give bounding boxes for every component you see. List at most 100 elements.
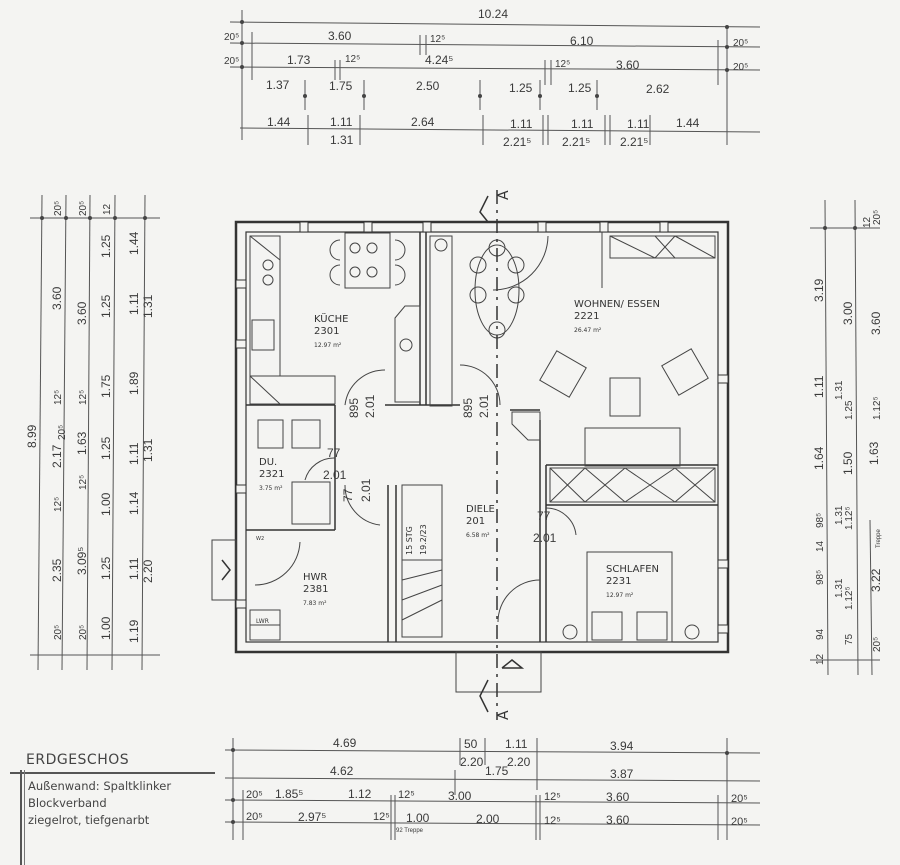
svg-text:3.09⁵: 3.09⁵ — [75, 547, 89, 575]
svg-text:Treppe: Treppe — [876, 529, 882, 548]
svg-text:1.11: 1.11 — [627, 117, 650, 131]
svg-text:1.25: 1.25 — [99, 234, 113, 258]
svg-text:2231: 2231 — [606, 576, 631, 587]
svg-text:1.25: 1.25 — [99, 556, 113, 580]
svg-text:1.44: 1.44 — [127, 231, 141, 255]
svg-text:3.22: 3.22 — [869, 568, 883, 592]
wall-note: Außenwand: Spaltklinker Blockverband zie… — [20, 778, 220, 829]
svg-text:1.63: 1.63 — [867, 441, 881, 465]
svg-text:201: 201 — [466, 516, 485, 527]
svg-text:WOHNEN/ ESSEN: WOHNEN/ ESSEN — [574, 299, 660, 310]
legend-border-inner — [24, 770, 25, 865]
svg-text:3.60: 3.60 — [328, 29, 352, 43]
svg-text:14: 14 — [815, 540, 826, 552]
svg-text:94: 94 — [815, 628, 826, 640]
svg-text:1.31: 1.31 — [330, 133, 354, 147]
svg-text:6.10: 6.10 — [570, 34, 594, 48]
stair-ratio: 19.2/23 — [419, 524, 428, 555]
wall-note-line-1: Außenwand: Spaltklinker — [28, 779, 172, 793]
door-diele-height: 2.01 — [477, 394, 491, 418]
room-hwr: HWR 2381 7.83 m² — [303, 572, 328, 607]
room-kueche: KÜCHE 2301 12.97 m² — [314, 312, 348, 349]
svg-text:3.60: 3.60 — [606, 813, 630, 827]
svg-text:4.24⁵: 4.24⁵ — [425, 53, 453, 67]
svg-text:26.47 m²: 26.47 m² — [574, 327, 602, 334]
svg-text:3.87: 3.87 — [610, 767, 634, 781]
svg-text:1.63: 1.63 — [75, 431, 89, 455]
room-diele: DIELE 201 6.58 m² — [466, 504, 495, 539]
svg-text:3.19: 3.19 — [812, 278, 826, 302]
svg-text:12⁵: 12⁵ — [544, 791, 561, 803]
stair-steps: 15 STG — [405, 526, 414, 555]
svg-text:3.60: 3.60 — [606, 790, 630, 804]
svg-text:3.60: 3.60 — [50, 286, 64, 310]
door-du-height: 2.01 — [323, 468, 347, 482]
svg-text:92 Treppe: 92 Treppe — [396, 828, 424, 834]
svg-text:2.21⁵: 2.21⁵ — [503, 135, 531, 149]
svg-text:2.97⁵: 2.97⁵ — [298, 810, 326, 824]
lwr-label: LWR — [256, 618, 269, 625]
door-schlafen-width: 77 — [537, 509, 551, 523]
wc-label: W2 — [256, 536, 264, 542]
svg-text:2321: 2321 — [259, 469, 284, 480]
svg-text:20⁵: 20⁵ — [731, 816, 748, 828]
svg-text:20⁵: 20⁵ — [78, 625, 89, 640]
svg-text:50: 50 — [464, 737, 478, 751]
svg-text:1.25: 1.25 — [99, 436, 113, 460]
section-marker-bottom: A — [496, 710, 512, 720]
svg-text:98⁵: 98⁵ — [815, 570, 826, 585]
svg-text:7.83 m²: 7.83 m² — [303, 600, 327, 607]
svg-text:1.85⁵: 1.85⁵ — [275, 787, 303, 801]
dim-total-width: 10.24 — [478, 7, 508, 21]
svg-text:20⁵: 20⁵ — [53, 201, 64, 216]
svg-text:20⁵: 20⁵ — [733, 62, 748, 73]
svg-text:12⁵: 12⁵ — [544, 815, 561, 827]
svg-text:1.89: 1.89 — [127, 371, 141, 395]
svg-text:12⁵: 12⁵ — [430, 34, 445, 45]
svg-text:2.00: 2.00 — [476, 812, 500, 826]
svg-text:1.50: 1.50 — [841, 451, 855, 475]
svg-text:1.11: 1.11 — [127, 292, 141, 315]
svg-text:1.11: 1.11 — [571, 117, 594, 131]
svg-text:1.12⁵: 1.12⁵ — [844, 586, 855, 610]
legend-border — [20, 770, 22, 865]
svg-text:1.11: 1.11 — [510, 117, 533, 131]
svg-text:DU.: DU. — [259, 457, 277, 468]
svg-text:20⁵: 20⁵ — [78, 201, 89, 216]
svg-text:2.50: 2.50 — [416, 79, 440, 93]
svg-text:1.19: 1.19 — [127, 619, 141, 643]
svg-text:1.31: 1.31 — [834, 505, 845, 525]
svg-text:1.11: 1.11 — [330, 115, 353, 129]
svg-text:1.31: 1.31 — [834, 578, 845, 598]
svg-text:3.60: 3.60 — [75, 301, 89, 325]
svg-text:1.12: 1.12 — [348, 787, 372, 801]
svg-text:75: 75 — [844, 633, 855, 645]
svg-text:2.62: 2.62 — [646, 82, 670, 96]
svg-text:1.31: 1.31 — [141, 438, 155, 462]
svg-text:12⁵: 12⁵ — [555, 59, 570, 70]
svg-text:1.25: 1.25 — [99, 294, 113, 318]
svg-text:12⁵: 12⁵ — [373, 811, 390, 823]
svg-text:2381: 2381 — [303, 584, 328, 595]
svg-text:1.11: 1.11 — [127, 442, 141, 465]
svg-text:12.97 m²: 12.97 m² — [314, 342, 342, 349]
door-schlafen-height: 2.01 — [533, 531, 557, 545]
dim-total-depth: 8.99 — [25, 424, 39, 448]
svg-text:1.44: 1.44 — [676, 116, 700, 130]
wall-note-line-2: Blockverband — [28, 796, 107, 810]
svg-text:12⁵: 12⁵ — [53, 390, 64, 405]
svg-text:12⁵: 12⁵ — [78, 475, 89, 490]
svg-text:3.00: 3.00 — [448, 789, 472, 803]
svg-text:SCHLAFEN: SCHLAFEN — [606, 564, 659, 575]
door-du-width: 77 — [327, 446, 341, 460]
svg-text:1.25: 1.25 — [509, 81, 533, 95]
svg-text:20⁵: 20⁵ — [224, 56, 239, 67]
svg-text:1.00: 1.00 — [99, 492, 113, 516]
svg-text:1.75: 1.75 — [329, 79, 353, 93]
svg-text:2221: 2221 — [574, 311, 599, 322]
svg-text:2.17: 2.17 — [50, 444, 64, 468]
section-marker-top: A — [496, 190, 512, 200]
svg-text:HWR: HWR — [303, 572, 327, 583]
svg-text:1.12⁵: 1.12⁵ — [872, 396, 883, 420]
